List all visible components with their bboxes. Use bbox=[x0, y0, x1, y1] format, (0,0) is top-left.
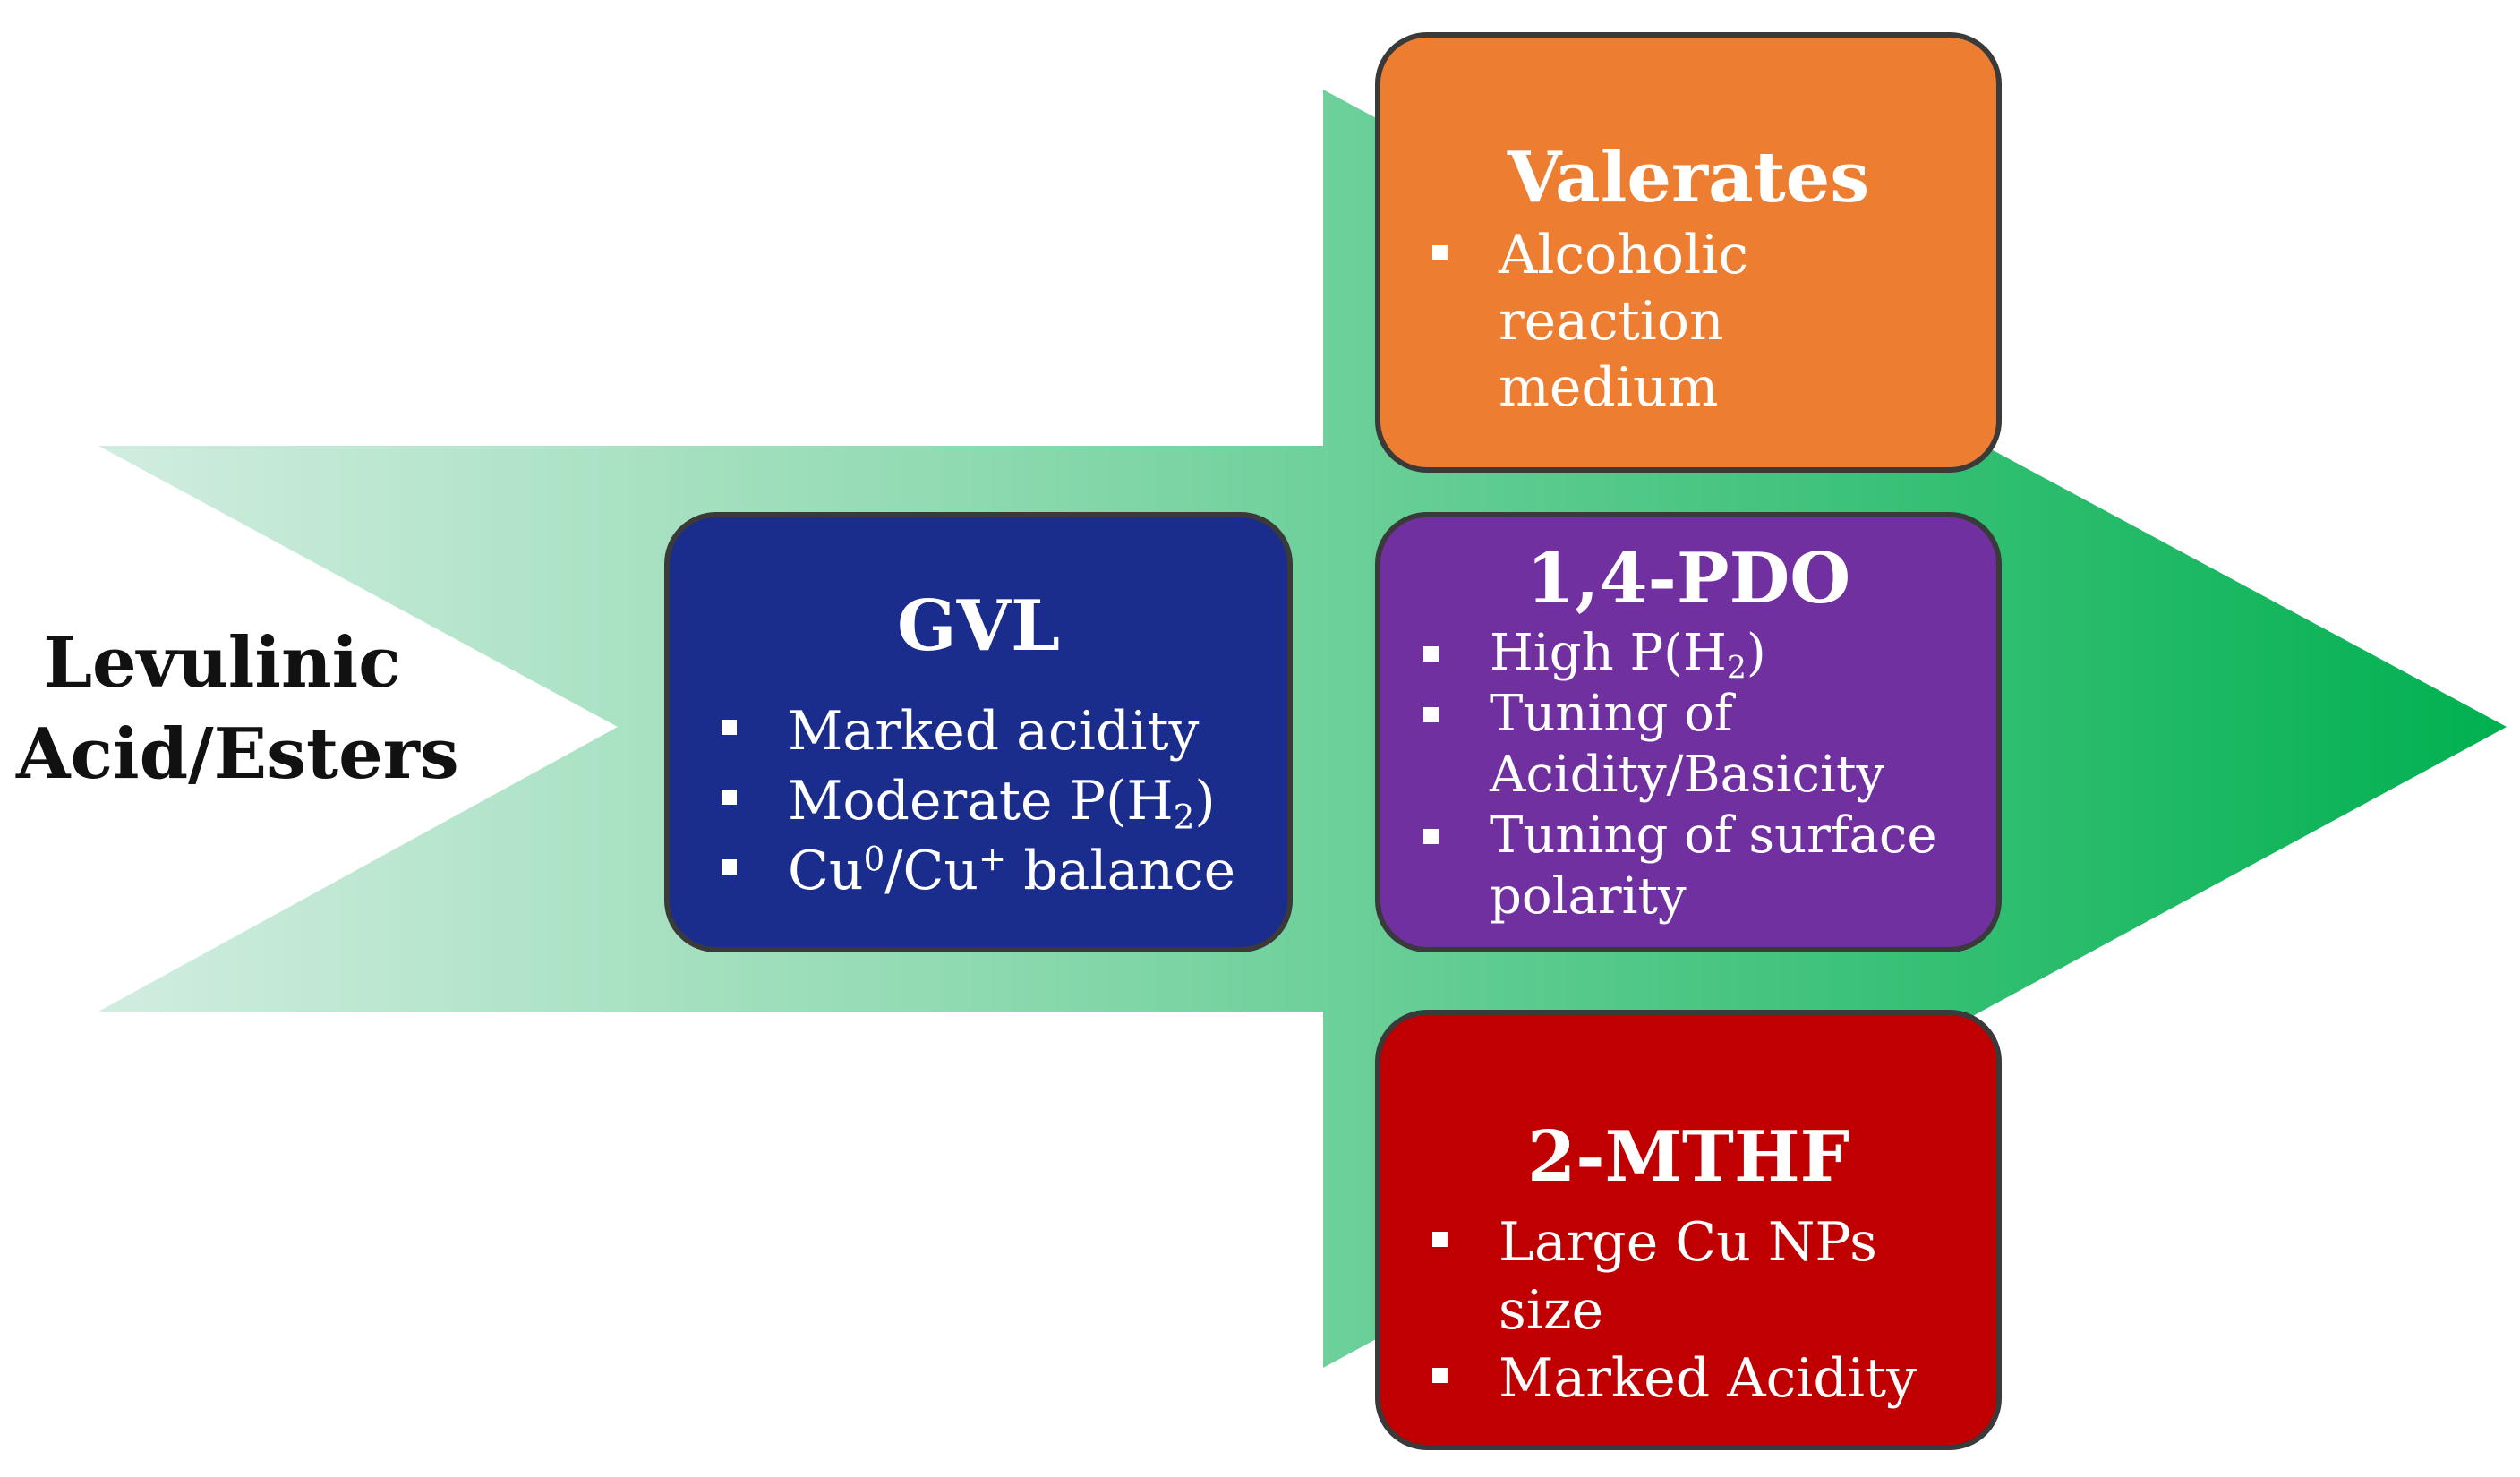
chevron-arrow-shape bbox=[98, 90, 2507, 1368]
gvl-bullet-list: Marked acidity Moderate P(H2) Cu0/Cu+ ba… bbox=[696, 696, 1260, 906]
gvl-title: GVL bbox=[897, 585, 1060, 667]
mthf-box: 2-MTHF Large Cu NPs size Marked Acidity bbox=[1375, 1010, 2002, 1450]
mthf-title: 2-MTHF bbox=[1526, 1116, 1850, 1198]
mthf-bullet-np-size: Large Cu NPs size bbox=[1423, 1208, 1969, 1345]
pdo-title: 1,4-PDO bbox=[1525, 538, 1851, 619]
source-label-line2: Acid/Esters bbox=[16, 713, 459, 795]
source-label: Levulinic Acid/Esters bbox=[16, 618, 459, 800]
valerates-title: Valerates bbox=[1507, 137, 1870, 218]
gvl-bullet-cu-balance: Cu0/Cu+ balance bbox=[713, 836, 1260, 906]
mthf-bullet-list: Large Cu NPs size Marked Acidity bbox=[1407, 1208, 1969, 1413]
mthf-bullet-acidity: Marked Acidity bbox=[1423, 1345, 1969, 1413]
gvl-bullet-acidity: Marked acidity bbox=[713, 696, 1260, 766]
pdo-bullet-pressure: High P(H2) bbox=[1414, 623, 1969, 684]
gvl-box: GVL Marked acidity Moderate P(H2) Cu0/Cu… bbox=[664, 512, 1293, 952]
gvl-bullet-pressure: Moderate P(H2) bbox=[713, 766, 1260, 836]
source-label-line1: Levulinic bbox=[43, 622, 401, 704]
